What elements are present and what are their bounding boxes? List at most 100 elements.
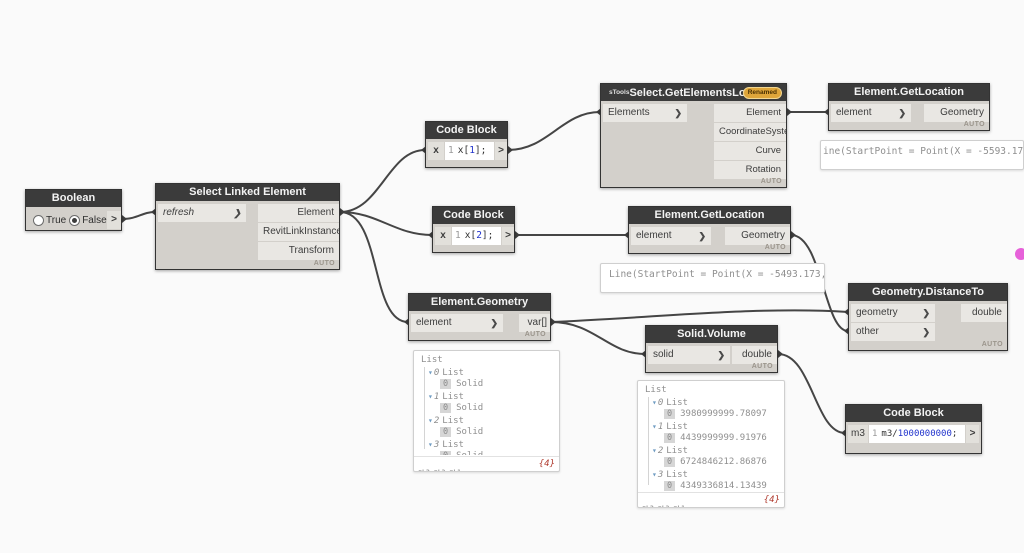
input-port-solid[interactable]: ❯ solid	[648, 346, 730, 364]
expand-arrow-icon[interactable]: ▾	[652, 397, 657, 407]
input-port-elements[interactable]: ❯ Elements	[603, 104, 687, 122]
input-port-x[interactable]: x	[428, 142, 444, 160]
output-port-double[interactable]: double	[732, 346, 777, 364]
preview-bubble-getlocation-top[interactable]: ine(StartPoint = Point(X = -5593.173, Y …	[820, 140, 1024, 170]
node-title[interactable]: Element.Geometry	[409, 294, 550, 311]
list-count: {4}	[538, 459, 555, 469]
expand-arrow-icon[interactable]: ▾	[652, 469, 657, 479]
input-port-other[interactable]: ❯ other	[851, 323, 935, 341]
input-port-element[interactable]: ❯ element	[831, 104, 911, 122]
output-port-element[interactable]: Element	[258, 204, 339, 222]
output-port-curve[interactable]: Curve	[714, 142, 786, 160]
node-title[interactable]: Code Block	[846, 405, 981, 422]
node-solid-volume[interactable]: Solid.Volume ❯ solid double AUTO	[645, 325, 778, 373]
node-title[interactable]: Element.GetLocation	[829, 84, 989, 101]
node-element-geometry[interactable]: Element.Geometry ❯ element var[] AUTO	[408, 293, 551, 341]
port-nub[interactable]	[428, 231, 433, 239]
node-title[interactable]: Element.GetLocation	[629, 207, 790, 224]
port-nub[interactable]	[791, 231, 796, 239]
wire[interactable]	[507, 111, 601, 151]
input-port-geometry[interactable]: ❯ geometry	[851, 304, 935, 322]
wire[interactable]	[550, 309, 849, 323]
port-nub[interactable]	[596, 108, 601, 116]
port-nub[interactable]	[841, 429, 846, 437]
node-title[interactable]: Select Linked Element	[156, 184, 339, 201]
expand-arrow-icon[interactable]: ▾	[428, 391, 433, 401]
input-port-element[interactable]: ❯ element	[631, 227, 711, 245]
input-port-x[interactable]: x	[435, 227, 451, 245]
port-nub[interactable]	[421, 146, 426, 154]
port-nub[interactable]	[151, 208, 156, 216]
port-nub[interactable]	[844, 327, 849, 335]
output-port-geometry[interactable]: Geometry	[725, 227, 790, 245]
port-nub[interactable]	[508, 146, 513, 154]
output-port[interactable]: >	[966, 425, 979, 443]
wire[interactable]	[339, 211, 409, 323]
output-port-revitlinkinstance[interactable]: RevitLinkInstance	[258, 223, 339, 241]
levels-label[interactable]: @L3 @L2 @L1	[418, 468, 462, 472]
output-port[interactable]: >	[502, 227, 514, 245]
output-port-double[interactable]: double	[961, 304, 1007, 322]
node-title-bar[interactable]: sToolsSelect.GetElementsLocation Renamed	[601, 84, 786, 101]
radio-false[interactable]	[69, 214, 81, 226]
wire[interactable]	[550, 321, 646, 355]
node-element-getlocation-top[interactable]: Element.GetLocation ❯ element Geometry A…	[828, 83, 990, 131]
node-geometry-distanceto[interactable]: Geometry.DistanceTo ❯ geometry ❯ other d…	[848, 283, 1008, 351]
node-title[interactable]: Geometry.DistanceTo	[849, 284, 1007, 301]
output-port-transform[interactable]: Transform	[258, 242, 339, 260]
expand-arrow-icon[interactable]: ▾	[428, 367, 433, 377]
node-select-linked-element[interactable]: Select Linked Element ❯ refresh Element …	[155, 183, 340, 270]
node-select-getelementslocation[interactable]: sToolsSelect.GetElementsLocation Renamed…	[600, 83, 787, 188]
port-nub[interactable]	[624, 231, 629, 239]
levels-label[interactable]: @L3 @L2 @L1	[642, 504, 686, 508]
port-nub[interactable]	[340, 208, 345, 216]
input-port-m3[interactable]: m3	[848, 425, 868, 443]
radio-true[interactable]	[33, 214, 44, 226]
preview-bubble-getlocation-mid[interactable]: Line(StartPoint = Point(X = -5493.173, Y…	[600, 263, 825, 293]
expand-arrow-icon[interactable]: ▾	[428, 439, 433, 449]
wire[interactable]	[339, 211, 433, 236]
node-title[interactable]: Code Block	[433, 207, 514, 224]
port-nub[interactable]	[404, 318, 409, 326]
output-port-coordinatesystem[interactable]: CoordinateSystem	[714, 123, 786, 141]
output-port-var[interactable]: var[]	[519, 314, 550, 332]
output-port-geometry[interactable]: Geometry	[924, 104, 989, 122]
input-port-element[interactable]: ❯ element	[411, 314, 503, 332]
lacing-badge: AUTO	[963, 121, 985, 128]
node-element-getlocation-mid[interactable]: Element.GetLocation ❯ element Geometry A…	[628, 206, 791, 254]
expand-arrow-icon[interactable]: ▾	[428, 415, 433, 425]
port-nub[interactable]	[551, 318, 556, 326]
item-index-chip: 0	[440, 427, 452, 437]
node-boolean[interactable]: Boolean True False >	[25, 189, 122, 231]
wire[interactable]	[121, 211, 156, 220]
expand-arrow-icon[interactable]: ▾	[652, 421, 657, 431]
port-nub[interactable]	[844, 308, 849, 316]
node-title[interactable]: Code Block	[426, 122, 507, 139]
input-port-refresh[interactable]: ❯ refresh	[158, 204, 246, 222]
output-port-element[interactable]: Element	[714, 104, 786, 122]
offscreen-node-marker[interactable]	[1015, 248, 1024, 260]
port-nub[interactable]	[824, 108, 829, 116]
port-nub[interactable]	[515, 231, 520, 239]
expand-arrow-icon[interactable]: ▾	[652, 445, 657, 455]
port-nub[interactable]	[122, 215, 127, 223]
output-port[interactable]: >	[107, 211, 121, 229]
port-nub[interactable]	[787, 108, 792, 116]
output-port[interactable]: >	[495, 142, 507, 160]
port-nub[interactable]	[778, 350, 783, 358]
wire[interactable]	[339, 149, 426, 213]
output-port-rotation[interactable]: Rotation	[714, 161, 786, 179]
port-nub[interactable]	[641, 350, 646, 358]
node-title[interactable]: Solid.Volume	[646, 326, 777, 343]
wire[interactable]	[777, 353, 846, 434]
node-title[interactable]: Boolean	[26, 190, 121, 207]
